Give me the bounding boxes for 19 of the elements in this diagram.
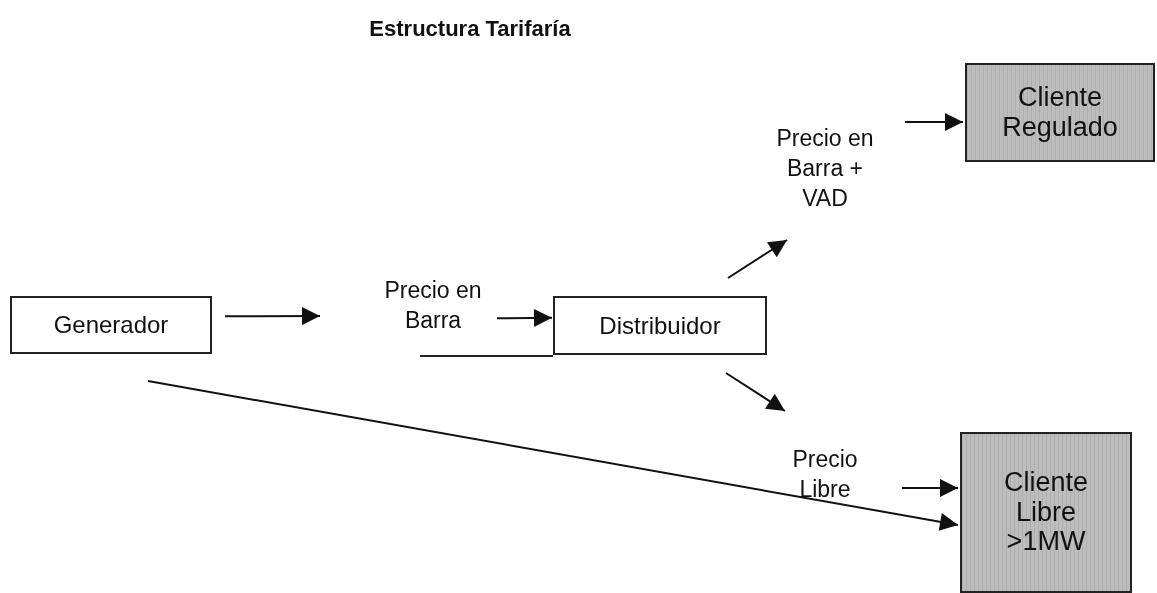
arrow bbox=[901, 479, 959, 497]
arrow bbox=[147, 380, 959, 531]
arrow bbox=[904, 113, 964, 131]
box-label: Generador bbox=[53, 311, 169, 339]
arrow bbox=[725, 372, 786, 412]
price-label: Precio en Barra bbox=[383, 276, 483, 335]
arrow bbox=[727, 239, 788, 279]
arrow bbox=[224, 307, 321, 326]
price-label: Precio Libre bbox=[791, 445, 859, 504]
diagram-title: Estructura Tarifaría bbox=[368, 16, 572, 42]
arrow bbox=[496, 308, 553, 327]
process-box bbox=[553, 296, 767, 355]
shaded-box bbox=[960, 432, 1132, 593]
box-label: Cliente Regulado bbox=[1001, 82, 1119, 143]
shaded-box bbox=[965, 63, 1155, 162]
box-label: Distribuidor bbox=[599, 311, 721, 340]
box-label: Cliente Libre >1MW bbox=[1002, 467, 1089, 558]
price-label: Precio en Barra + VAD bbox=[775, 124, 875, 213]
process-box bbox=[10, 296, 212, 354]
